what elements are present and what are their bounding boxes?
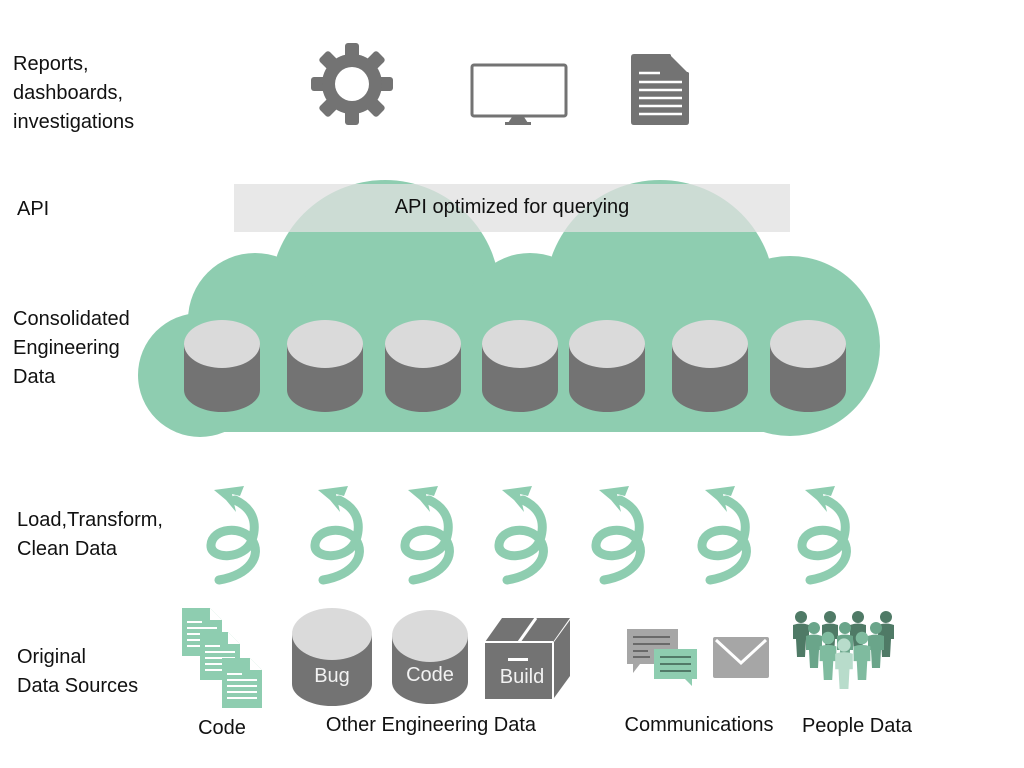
code-caption: Code	[198, 717, 246, 739]
etl-spiral-arrow-icon	[400, 486, 454, 585]
person-icon	[793, 611, 809, 657]
layer-label-consolidated: Consolidated Engineering Data	[13, 308, 130, 388]
etl-spiral-arrow-icon	[310, 486, 364, 585]
people-caption: People Data	[801, 715, 913, 737]
etl-spiral-arrow-icon	[591, 486, 645, 585]
email-icon	[713, 637, 769, 678]
gear-icon	[311, 43, 393, 125]
database-cylinder-icon	[385, 320, 461, 412]
code-database-icon	[392, 610, 468, 704]
people-group-icon	[793, 611, 894, 689]
document-icon	[631, 54, 689, 125]
database-cylinder-icon	[770, 320, 846, 412]
layer-label-reports: Reports, dashboards, investigations	[13, 53, 135, 133]
etl-spiral-arrow-icon	[206, 486, 260, 585]
person-icon	[868, 622, 884, 668]
code-db-label: Code	[406, 664, 454, 686]
database-cylinder-icon	[672, 320, 748, 412]
build-box-icon	[485, 617, 570, 699]
api-bar	[234, 184, 790, 232]
etl-spiral-arrow-icon	[494, 486, 548, 585]
person-icon	[819, 631, 837, 680]
layer-label-sources: Original Data Sources	[17, 646, 139, 697]
bug-database-icon	[292, 608, 372, 706]
database-row	[184, 320, 846, 412]
database-cylinder-icon	[287, 320, 363, 412]
layer-label-etl: Load,Transform, Clean Data	[17, 509, 163, 560]
api-bar-label: API optimized for querying	[394, 196, 630, 218]
person-icon	[853, 631, 871, 680]
bug-db-label: Bug	[314, 665, 350, 687]
database-cylinder-icon	[482, 320, 558, 412]
chat-icon	[627, 629, 697, 686]
build-box-label: Build	[499, 666, 545, 688]
etl-spiral-arrow-icon	[797, 486, 851, 585]
etl-spiral-row	[206, 486, 851, 585]
layer-label-api: API	[17, 198, 50, 220]
database-cylinder-icon	[569, 320, 645, 412]
code-files-icon	[182, 608, 262, 708]
other-engineering-caption: Other Engineering Data	[325, 714, 537, 736]
person-icon	[806, 622, 822, 668]
communications-caption: Communications	[624, 714, 774, 736]
etl-spiral-arrow-icon	[697, 486, 751, 585]
monitor-icon	[470, 63, 568, 125]
database-cylinder-icon	[184, 320, 260, 412]
person-icon	[835, 638, 853, 689]
